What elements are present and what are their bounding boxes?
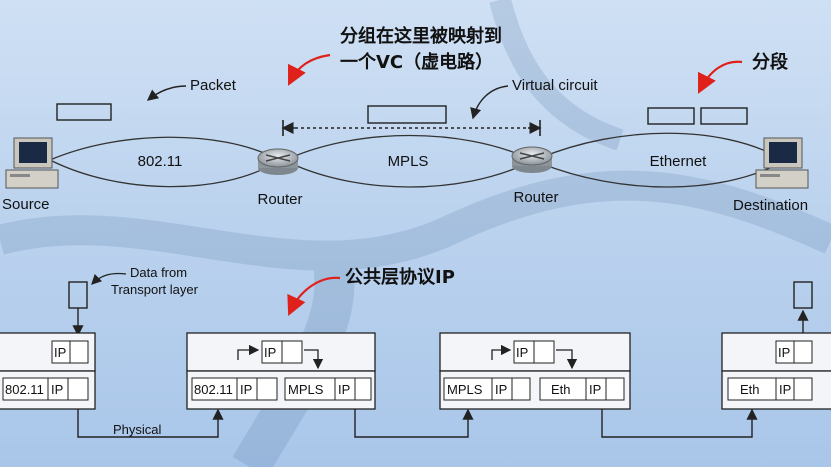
router2-ip-upper: IP <box>516 345 528 360</box>
physical-path-2 <box>354 408 474 438</box>
physical-path-1 <box>77 408 224 438</box>
router2-lower-left-1: IP <box>495 382 507 397</box>
destination-lower-1: IP <box>779 382 791 397</box>
router1-lower-right-0: MPLS <box>288 382 324 397</box>
router1-lower-left-1: IP <box>240 382 252 397</box>
packet-label: Packet <box>190 77 237 94</box>
stack-router2: IP MPLS IP Eth IP <box>439 332 631 410</box>
link1-label: 802.11 <box>138 153 183 170</box>
router-icon <box>257 148 299 175</box>
link3-label: Ethernet <box>650 153 708 170</box>
router1-ip-upper: IP <box>264 345 276 360</box>
transport-arrow <box>91 272 127 285</box>
router1-lower-left-0: 802.11 <box>194 382 233 397</box>
router2-lower-right-0: Eth <box>551 382 571 397</box>
router1-up-arrow <box>237 344 260 360</box>
link-mpls <box>289 134 529 188</box>
annotation-mapped-line1: 分组在这里被映射到 <box>340 25 502 47</box>
segment-box-1 <box>647 107 695 125</box>
physical-label: Physical <box>113 422 162 437</box>
router1-label: Router <box>257 191 302 208</box>
link2-label: MPLS <box>388 153 429 170</box>
annotation-common-ip: 公共层协议IP <box>345 266 455 288</box>
transport-data-box <box>68 281 88 309</box>
destination-computer-icon <box>755 137 809 189</box>
destination-ip-upper: IP <box>778 345 790 360</box>
annotation-mapped-line2: 一个VC（虚电路） <box>340 51 493 73</box>
delivered-data-box <box>793 281 813 309</box>
router2-lower-left-0: MPLS <box>447 382 483 397</box>
router1-lower-right-1: IP <box>338 382 350 397</box>
vc-packet-box <box>367 105 447 124</box>
stack-router1: IP 802.11 IP MPLS IP <box>186 332 376 410</box>
red-arrow-common-ip <box>287 276 341 317</box>
stack-source: IP 802.11 IP <box>0 332 96 410</box>
source-computer-icon <box>5 137 59 189</box>
red-arrow-segment <box>698 60 743 94</box>
annotation-segment: 分段 <box>752 51 789 73</box>
segment-box-2 <box>700 107 748 125</box>
stack-destination: IP Eth IP <box>721 332 831 410</box>
source-ip-upper: IP <box>54 345 66 360</box>
router1-down-arrow <box>304 349 324 370</box>
data-from-line2: Transport layer <box>111 282 199 297</box>
router-icon <box>511 146 553 173</box>
virtual-circuit-label: Virtual circuit <box>512 77 598 94</box>
packet-box <box>56 103 112 121</box>
router2-label: Router <box>513 189 558 206</box>
physical-path-3 <box>601 408 758 438</box>
vc-label-arrow <box>470 85 509 120</box>
destination-label: Destination <box>733 197 808 214</box>
packet-arrow <box>146 85 187 101</box>
destination-lower-0: Eth <box>740 382 760 397</box>
source-lower-0: 802.11 <box>5 382 44 397</box>
link-802-11 <box>49 136 276 188</box>
router2-down-arrow <box>556 349 578 370</box>
source-label: Source <box>2 196 50 213</box>
red-arrow-mapped <box>288 53 331 86</box>
router2-lower-right-1: IP <box>589 382 601 397</box>
source-lower-1: IP <box>51 382 63 397</box>
data-from-line1: Data from <box>130 265 187 280</box>
router2-up-arrow <box>491 344 512 360</box>
